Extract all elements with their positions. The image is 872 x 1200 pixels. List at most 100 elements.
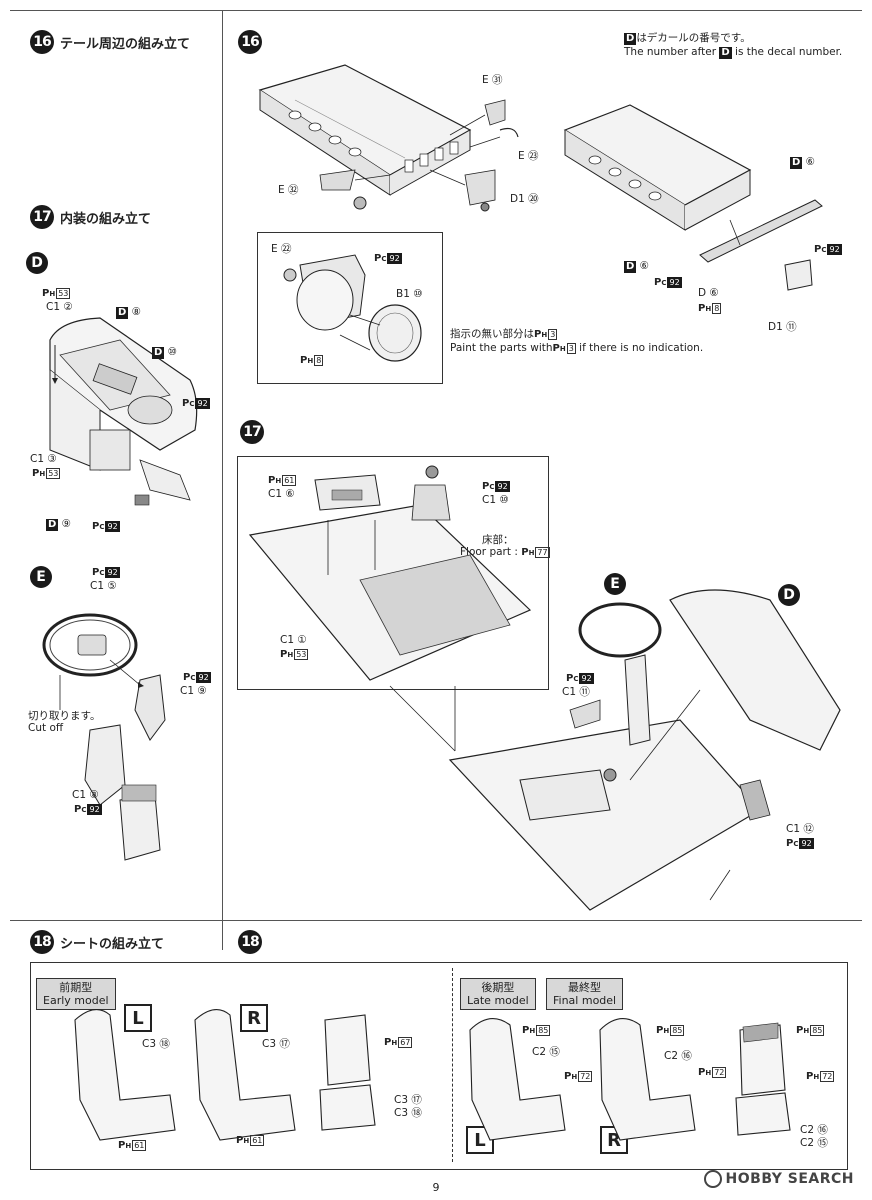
label-e31: E ㉛: [482, 74, 503, 86]
callout-lines: [389, 685, 456, 752]
label-c1-12: C1 ⑫: [786, 823, 814, 835]
label-c1-6: C1 ⑥: [268, 488, 295, 500]
step-17-number-right: 17: [240, 420, 264, 444]
label-cut-off-en: Cut off: [28, 722, 64, 734]
step-18-number-right: 18: [238, 930, 262, 954]
step-17-title: 内装の組み立て: [60, 211, 152, 227]
left-seat-badge-early: L: [124, 1004, 152, 1032]
label-c3-17-early-r: C3 ⑰: [262, 1038, 290, 1050]
vertical-divider: [222, 10, 223, 920]
floor-inset-drawing: [248, 465, 532, 681]
label-c1-8: C1 ⑧: [72, 789, 99, 801]
label-d6-bottom: D ⑥: [624, 260, 650, 273]
label-cut-off-jp: 切り取ります。: [28, 710, 101, 722]
label-c1-2: C1 ②: [46, 301, 73, 313]
label-c2-15-late: C2 ⑮: [532, 1046, 560, 1058]
step-17-header-left: 17 内装の組み立て: [30, 205, 151, 229]
vertical-divider-mid: [222, 920, 223, 950]
circle-e-left: E: [30, 566, 52, 588]
label-c3-18-front: C3 ⑱: [394, 1107, 422, 1119]
step-16-number: 16: [30, 30, 54, 54]
right-seat-badge-early: R: [240, 1004, 268, 1032]
label-c2-15-final: C2 ⑮: [800, 1137, 828, 1149]
label-e37: D ⑥: [698, 287, 719, 299]
step-17-number: 17: [30, 205, 54, 229]
label-d8: D ⑧: [116, 306, 142, 319]
lamp-inset-frame: [257, 232, 443, 384]
hobby-search-watermark: HOBBY SEARCH: [703, 1170, 854, 1188]
label-c1-3: C1 ③: [30, 453, 57, 465]
steering-wheel-drawing: [42, 613, 166, 861]
step-16-title: テール周辺の組み立て: [60, 36, 191, 52]
label-b1-10: B1 ⑩: [396, 288, 423, 300]
label-c1-10: C1 ⑩: [482, 494, 509, 506]
label-e23: E ㉓: [518, 150, 539, 162]
circle-d-right: D: [778, 584, 800, 606]
step-17-header-right: 17: [240, 420, 264, 444]
step16-parts-arrows: [319, 99, 519, 212]
label-d6-top: D ⑥: [790, 156, 816, 169]
label-d9: D ⑨: [46, 518, 72, 531]
label-floor-jp: 床部：: [482, 534, 514, 546]
label-c3-18-early-l: C3 ⑱: [142, 1038, 170, 1050]
top-border: [10, 10, 862, 11]
step-16-header-left: 16 テール周辺の組み立て: [30, 30, 190, 54]
seat-frame: [30, 962, 848, 1170]
label-d10: D ⑩: [152, 346, 178, 359]
left-seat-badge-late: L: [466, 1126, 494, 1154]
label-d1-20: D1 ⑳: [510, 193, 539, 205]
label-e22: E ㉒: [271, 243, 292, 255]
rear-frame-drawing-left: [258, 64, 472, 196]
step-18-title: シートの組み立て: [60, 936, 165, 952]
step-18-number: 18: [30, 930, 54, 954]
step-16-number-right: 16: [238, 30, 262, 54]
dashboard-drawing: [49, 317, 198, 506]
step-18-header-left: 18 シートの組み立て: [30, 930, 164, 954]
label-c1-9: C1 ⑨: [180, 685, 207, 697]
decal-note-en: The number after D is the decal number.: [624, 46, 843, 59]
label-e32: E ㉜: [278, 184, 299, 196]
interior-assembly-drawing: [448, 589, 841, 911]
circle-e-right: E: [604, 573, 626, 595]
page-number: 9: [432, 1181, 440, 1194]
step-16-header-right: 16: [238, 30, 262, 54]
label-c1-11: C1 ⑪: [562, 686, 590, 698]
hobby-search-logo-icon: [703, 1170, 722, 1188]
label-c1-1: C1 ①: [280, 634, 307, 646]
horizontal-divider: [10, 920, 862, 921]
circle-d-left: D: [26, 252, 48, 274]
label-c1-5: C1 ⑤: [90, 580, 117, 592]
seat-drawings: [74, 1009, 791, 1141]
label-c3-17-front: C3 ⑰: [394, 1094, 422, 1106]
seat-frame-divider: [452, 968, 453, 1162]
